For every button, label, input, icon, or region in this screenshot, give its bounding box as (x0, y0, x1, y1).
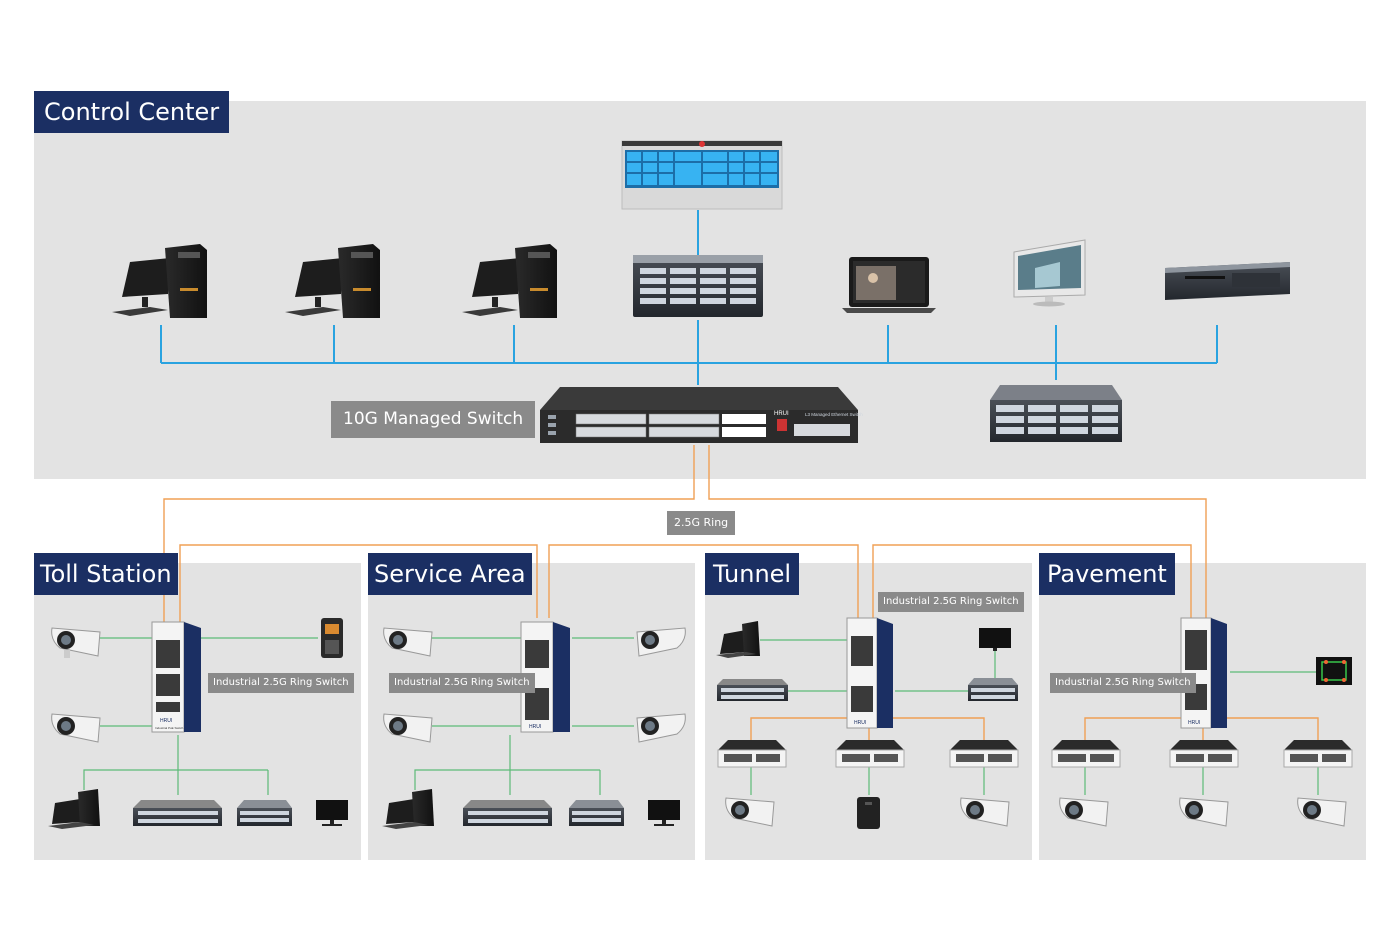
tunnel-nvr (717, 679, 788, 701)
pavement-industrial-switch: HRUI (1180, 617, 1227, 729)
video-wall (621, 140, 783, 210)
core-switch-brand: HRUI (774, 411, 789, 417)
service-area-title: Service Area (368, 553, 532, 595)
toll-switch-brand: HRUI (160, 718, 172, 724)
service-workstation (382, 789, 434, 829)
core-switch-graphic: HRUI L3 Managed Ethernet Switch (540, 387, 863, 443)
service-camera-1 (383, 627, 433, 657)
tunnel-storage (968, 678, 1018, 701)
control-bus-links (160, 210, 1218, 385)
pavement-switch-brand: HRUI (1188, 720, 1200, 726)
tunnel-title: Tunnel (705, 553, 800, 595)
toll-ring-switch-label: Industrial 2.5G Ring Switch (208, 673, 354, 693)
toll-switch-model: Industrial PoE Switch (155, 726, 184, 730)
tunnel-edge-switch-3 (949, 740, 1019, 768)
pavement-camera-2 (1179, 797, 1229, 827)
tunnel-edge-switch-2 (835, 740, 905, 768)
service-camera-3 (636, 627, 686, 657)
pavement-camera-1 (1059, 797, 1109, 827)
tunnel-workstation (716, 621, 760, 658)
toll-storage (237, 800, 292, 826)
service-monitor (648, 800, 680, 826)
tunnel-switch-brand: HRUI (854, 720, 866, 726)
pavement-camera-3 (1297, 797, 1347, 827)
storage-server-secondary (990, 385, 1122, 442)
toll-station-title: Toll Station (34, 553, 178, 595)
toll-workstation (48, 789, 100, 829)
toll-camera-2 (51, 713, 101, 743)
tunnel-industrial-switch: HRUI (846, 617, 893, 729)
core-switch-model: L3 Managed Ethernet Switch (805, 412, 863, 417)
core-switch-label: 10G Managed Switch (331, 401, 536, 438)
service-ring-switch-label: Industrial 2.5G Ring Switch (389, 673, 535, 693)
pavement-edge-switch-1 (1051, 740, 1121, 768)
tunnel-ring-switch-label: Industrial 2.5G Ring Switch (878, 592, 1024, 612)
service-camera-2 (383, 713, 433, 743)
local-links (83, 637, 1319, 795)
pavement-title: Pavement (1039, 553, 1175, 595)
laptop (842, 257, 936, 313)
service-nvr (463, 800, 552, 826)
pavement-edge-switch-2 (1169, 740, 1239, 768)
pavement-edge-switch-3 (1283, 740, 1353, 768)
toll-nvr (133, 800, 222, 826)
toll-monitor (316, 800, 348, 826)
workstation-1 (112, 244, 207, 318)
workstation-3 (462, 244, 557, 318)
service-storage (569, 800, 624, 826)
workstation-2 (285, 244, 380, 318)
tunnel-edge-switch-1 (717, 740, 787, 768)
storage-server-center (633, 255, 763, 317)
traffic-sign-board (1316, 657, 1352, 685)
monitor-aio (1013, 239, 1086, 307)
tunnel-monitor (979, 628, 1011, 651)
ring-label: 2.5G Ring (667, 511, 736, 535)
payment-terminal (321, 618, 343, 658)
tunnel-camera-1 (725, 797, 775, 827)
tunnel-camera-2 (960, 797, 1010, 827)
tunnel-sensor (857, 797, 880, 829)
service-industrial-switch: HRUI (520, 621, 570, 733)
service-camera-4 (636, 713, 686, 743)
rack-server (1165, 262, 1290, 300)
toll-industrial-switch: HRUI Industrial PoE Switch (151, 621, 201, 733)
control-center-title: Control Center (34, 91, 230, 133)
toll-camera-1 (51, 627, 101, 658)
service-switch-brand: HRUI (529, 724, 541, 730)
pavement-ring-switch-label: Industrial 2.5G Ring Switch (1050, 673, 1196, 693)
